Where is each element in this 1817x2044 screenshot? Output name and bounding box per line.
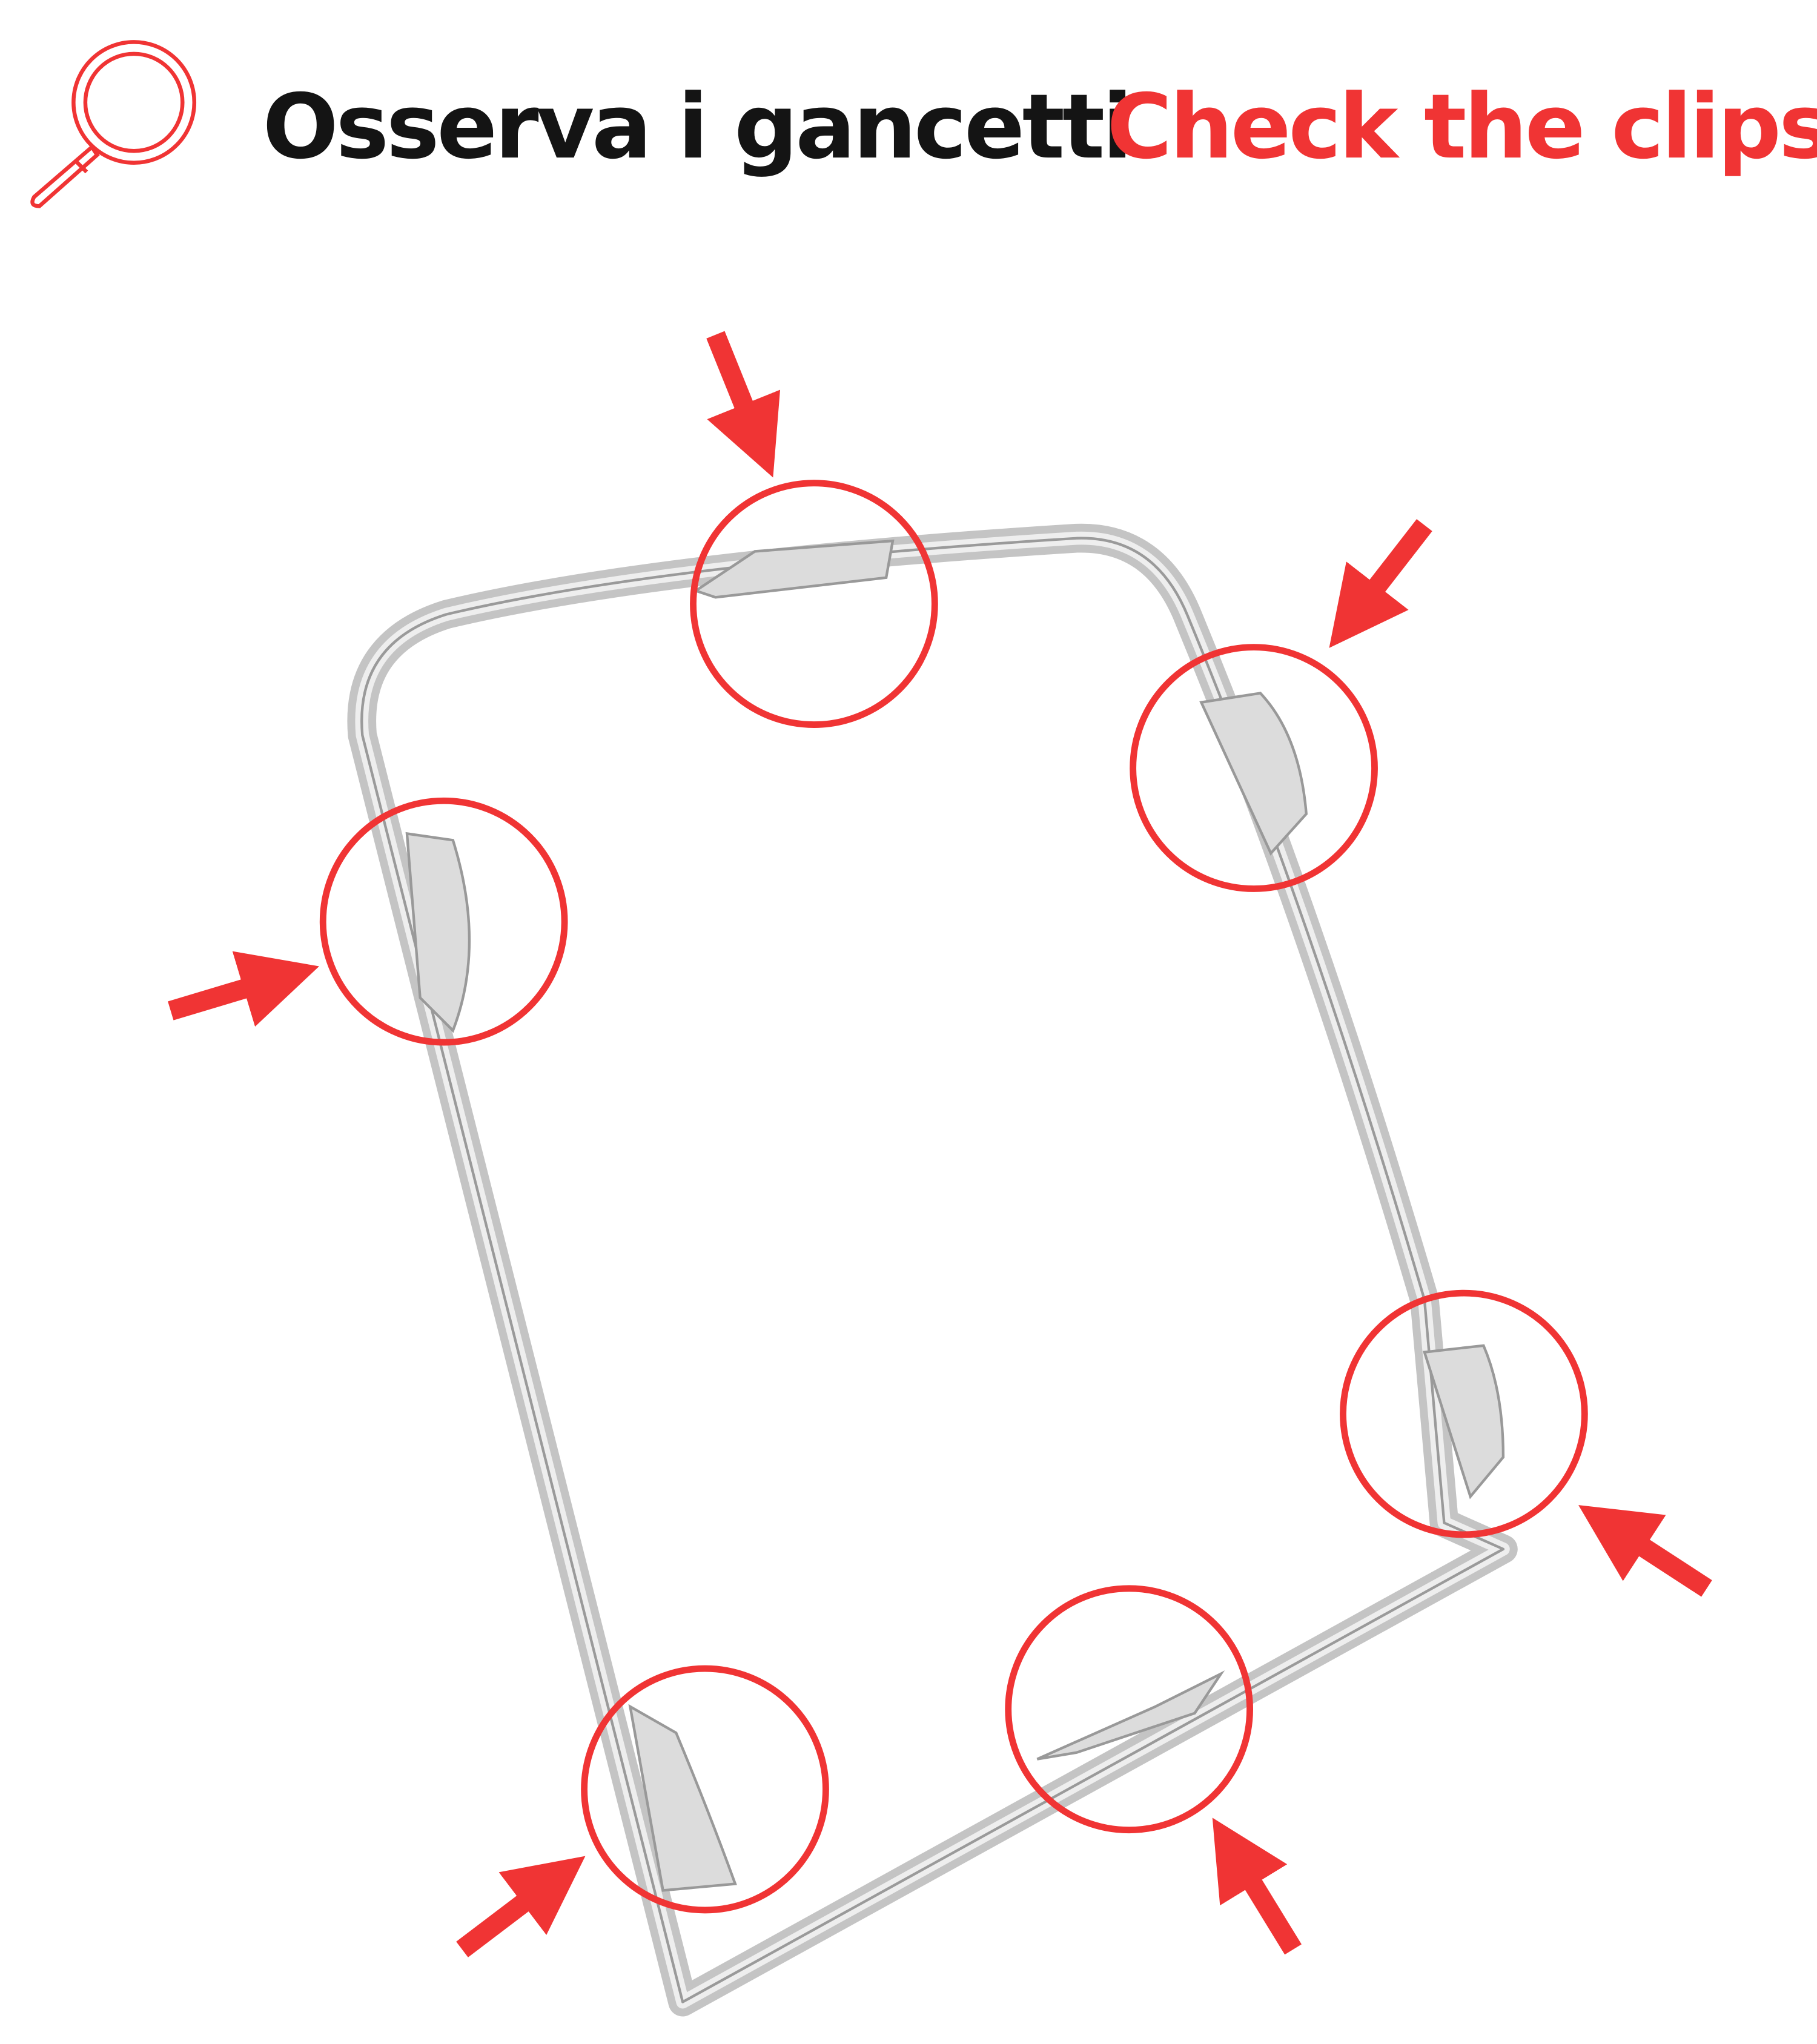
clip-bottom-left	[628, 1704, 737, 1892]
clip-top	[692, 539, 895, 599]
arrow-icon	[456, 1856, 586, 1957]
clip-right-top	[1199, 692, 1308, 856]
arrow-icon	[1578, 1505, 1712, 1597]
clip-right	[1423, 1344, 1505, 1500]
highlight-circle-top	[690, 480, 938, 728]
arrow-icon	[706, 331, 781, 478]
clips	[405, 539, 1505, 1892]
title-italian: Osserva i gancetti	[263, 74, 1131, 179]
arrow-icon	[1329, 519, 1432, 648]
arrow-icon	[168, 951, 319, 1027]
metal-frame	[347, 523, 1518, 2017]
highlight-circle-bottom-left	[581, 1665, 829, 1914]
title-english: Check the clips	[1107, 74, 1817, 179]
magnifier-icon	[30, 40, 197, 208]
highlight-circle-right-top	[1130, 644, 1378, 892]
highlight-circle-left	[319, 797, 568, 1046]
arrow-icon	[1212, 1817, 1302, 1955]
highlight-circle-right	[1340, 1289, 1588, 1538]
highlight-circle-bottom	[1005, 1585, 1254, 1834]
clip-left	[405, 832, 471, 1033]
clip-bottom	[1036, 1670, 1225, 1761]
